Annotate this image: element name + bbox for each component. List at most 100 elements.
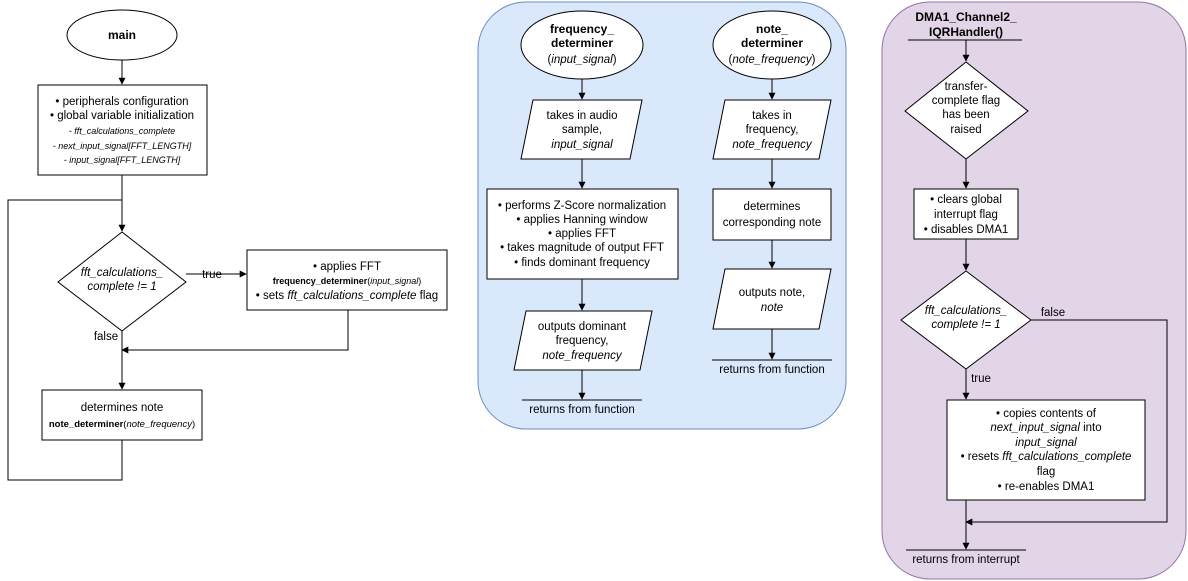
main-fft-box [246, 249, 448, 311]
freq-start-paren-open: ( [547, 54, 551, 66]
main-decision-line-2: complete != 1 [87, 281, 156, 293]
note-output-parallelogram [712, 268, 832, 330]
fft-box-paren-close: ) [418, 276, 421, 286]
fft-box-line-3: • sets fft_calculations_complete flag [256, 290, 438, 302]
note-box-paren-open: ( [123, 419, 127, 430]
freq-input-line-2: sample, [562, 124, 602, 136]
freq-process-box [486, 188, 679, 280]
note-start-line-3: (note_frequency) [729, 54, 816, 66]
note-process-line-1: determines [744, 201, 801, 213]
note-flow [712, 10, 832, 330]
note-box-paren-close: ) [192, 419, 195, 430]
dma-clear-line-2: interrupt flag [934, 209, 998, 221]
main-start-label: main [108, 28, 136, 42]
freq-output-line-3: note_frequency [542, 350, 623, 362]
main-init-line-2: • global variable initialization [50, 110, 194, 122]
fft-box-paren-open: ( [367, 276, 370, 286]
note-start-arg: note_frequency [732, 54, 813, 66]
dma-copy-line-4: • resets fft_calculations_complete [961, 451, 1132, 463]
dma-flow [900, 61, 1146, 501]
dma-decision-2-line-2: complete != 1 [931, 319, 1000, 331]
dma-header-line-1: DMA1_Channel2_ [915, 10, 1017, 24]
freq-start-line-2: determiner [551, 36, 613, 50]
dma-decision-1-line-4: raised [950, 124, 981, 136]
dma-copy-line-4-var: fft_calculations_complete [1002, 451, 1131, 463]
main-init-var-2: - next_input_signal[FFT_LENGTH] [53, 141, 192, 151]
fft-box-fn-name: frequency_determiner [273, 276, 368, 286]
note-start-paren-close: ) [812, 54, 816, 66]
dma-copy-line-4-pre: • resets [961, 451, 1003, 463]
main-flow [37, 9, 448, 441]
fft-box-line-3-pre: • sets [256, 290, 288, 302]
note-box-arg: note_frequency [126, 419, 193, 430]
note-input-line-3: note_frequency [732, 139, 813, 151]
dma-clear-box [913, 188, 1019, 240]
dma-header-line-2: IQRHandler() [929, 25, 1003, 39]
note-start-line-2: determiner [741, 36, 803, 50]
fft-box-line-3-post: flag [416, 290, 438, 302]
dma-true-label: true [971, 373, 991, 385]
main-false-label: false [94, 331, 118, 343]
note-input-parallelogram [712, 99, 832, 160]
freq-output-parallelogram [513, 310, 653, 371]
note-box-line-1: determines note [81, 402, 163, 414]
freq-start-line-3: (input_signal) [547, 54, 616, 66]
dma-copy-line-3: input_signal [1015, 437, 1077, 449]
freq-process-line-1: • performs Z-Score normalization [498, 200, 666, 212]
dma-decision-1-line-3: has been [942, 109, 989, 121]
main-decision-line-1: fft_calculations_ [81, 267, 163, 279]
freq-input-line-1: takes in audio [547, 110, 618, 122]
freq-input-line-3: input_signal [551, 139, 613, 151]
freq-process-line-5: • finds dominant frequency [514, 257, 650, 269]
main-init-line-1: • peripherals configuration [55, 96, 188, 108]
dma-connectors [906, 39, 1168, 551]
dma-false-label: false [1041, 307, 1065, 319]
dma-copy-line-6: • re-enables DMA1 [998, 481, 1095, 493]
main-init-var-3: - input_signal[FFT_LENGTH] [64, 155, 181, 165]
fft-box-line-1: • applies FFT [313, 261, 381, 273]
note-process-line-2: corresponding note [723, 217, 821, 229]
main-init-var-1: - fft_calculations_complete [69, 126, 176, 136]
freq-output-line-2: frequency, [556, 335, 609, 347]
dma-copy-line-1: • copies contents of [996, 408, 1097, 420]
note-input-line-2: frequency, [746, 124, 799, 136]
note-input-line-1: takes in [752, 110, 792, 122]
note-end-label: returns from function [719, 364, 824, 376]
dma-copy-line-2-var: next_input_signal [990, 422, 1080, 434]
note-start-paren-open: ( [729, 54, 733, 66]
note-box-line-2: note_determiner(note_frequency) [49, 419, 195, 430]
frequency-connectors [522, 79, 642, 401]
freq-input-parallelogram [520, 99, 643, 160]
note-box-fn-name: note_determiner [49, 419, 124, 430]
note-connectors [712, 79, 832, 361]
freq-process-line-3: • applies FFT [548, 228, 616, 240]
note-start-line-1: note_ [756, 22, 788, 36]
fft-box-line-3-var: fft_calculations_complete [287, 290, 416, 302]
dma-copy-line-2-post: into [1080, 422, 1102, 434]
dma-copy-line-5: flag [1037, 466, 1056, 478]
note-output-line-1: outputs note, [739, 287, 806, 299]
frequency-flow [486, 10, 679, 371]
dma-decision-1-line-1: transfer- [945, 81, 988, 93]
freq-start-line-1: frequency_ [550, 22, 614, 36]
dma-end-label: returns from interrupt [912, 554, 1020, 566]
fft-box-line-2: frequency_determiner(input_signal) [273, 276, 422, 286]
note-process-box [712, 188, 832, 241]
freq-output-line-1: outputs dominant [538, 321, 627, 333]
main-init-box [37, 84, 208, 176]
freq-process-line-2: • applies Hanning window [516, 214, 648, 226]
main-note-box [41, 389, 203, 441]
freq-start-paren-close: ) [613, 54, 617, 66]
fft-box-arg: input_signal [370, 276, 419, 286]
freq-start-arg: input_signal [551, 54, 613, 66]
dma-decision-1-line-2: complete flag [932, 95, 1000, 107]
main-connectors [7, 60, 349, 481]
dma-decision-2-line-1: fft_calculations_ [925, 305, 1007, 317]
dma-clear-line-1: • clears global [930, 194, 1002, 206]
note-output-line-2: note [761, 302, 783, 314]
dma-copy-box [946, 399, 1146, 501]
freq-end-label: returns from function [529, 404, 634, 416]
main-true-label: true [202, 269, 222, 281]
